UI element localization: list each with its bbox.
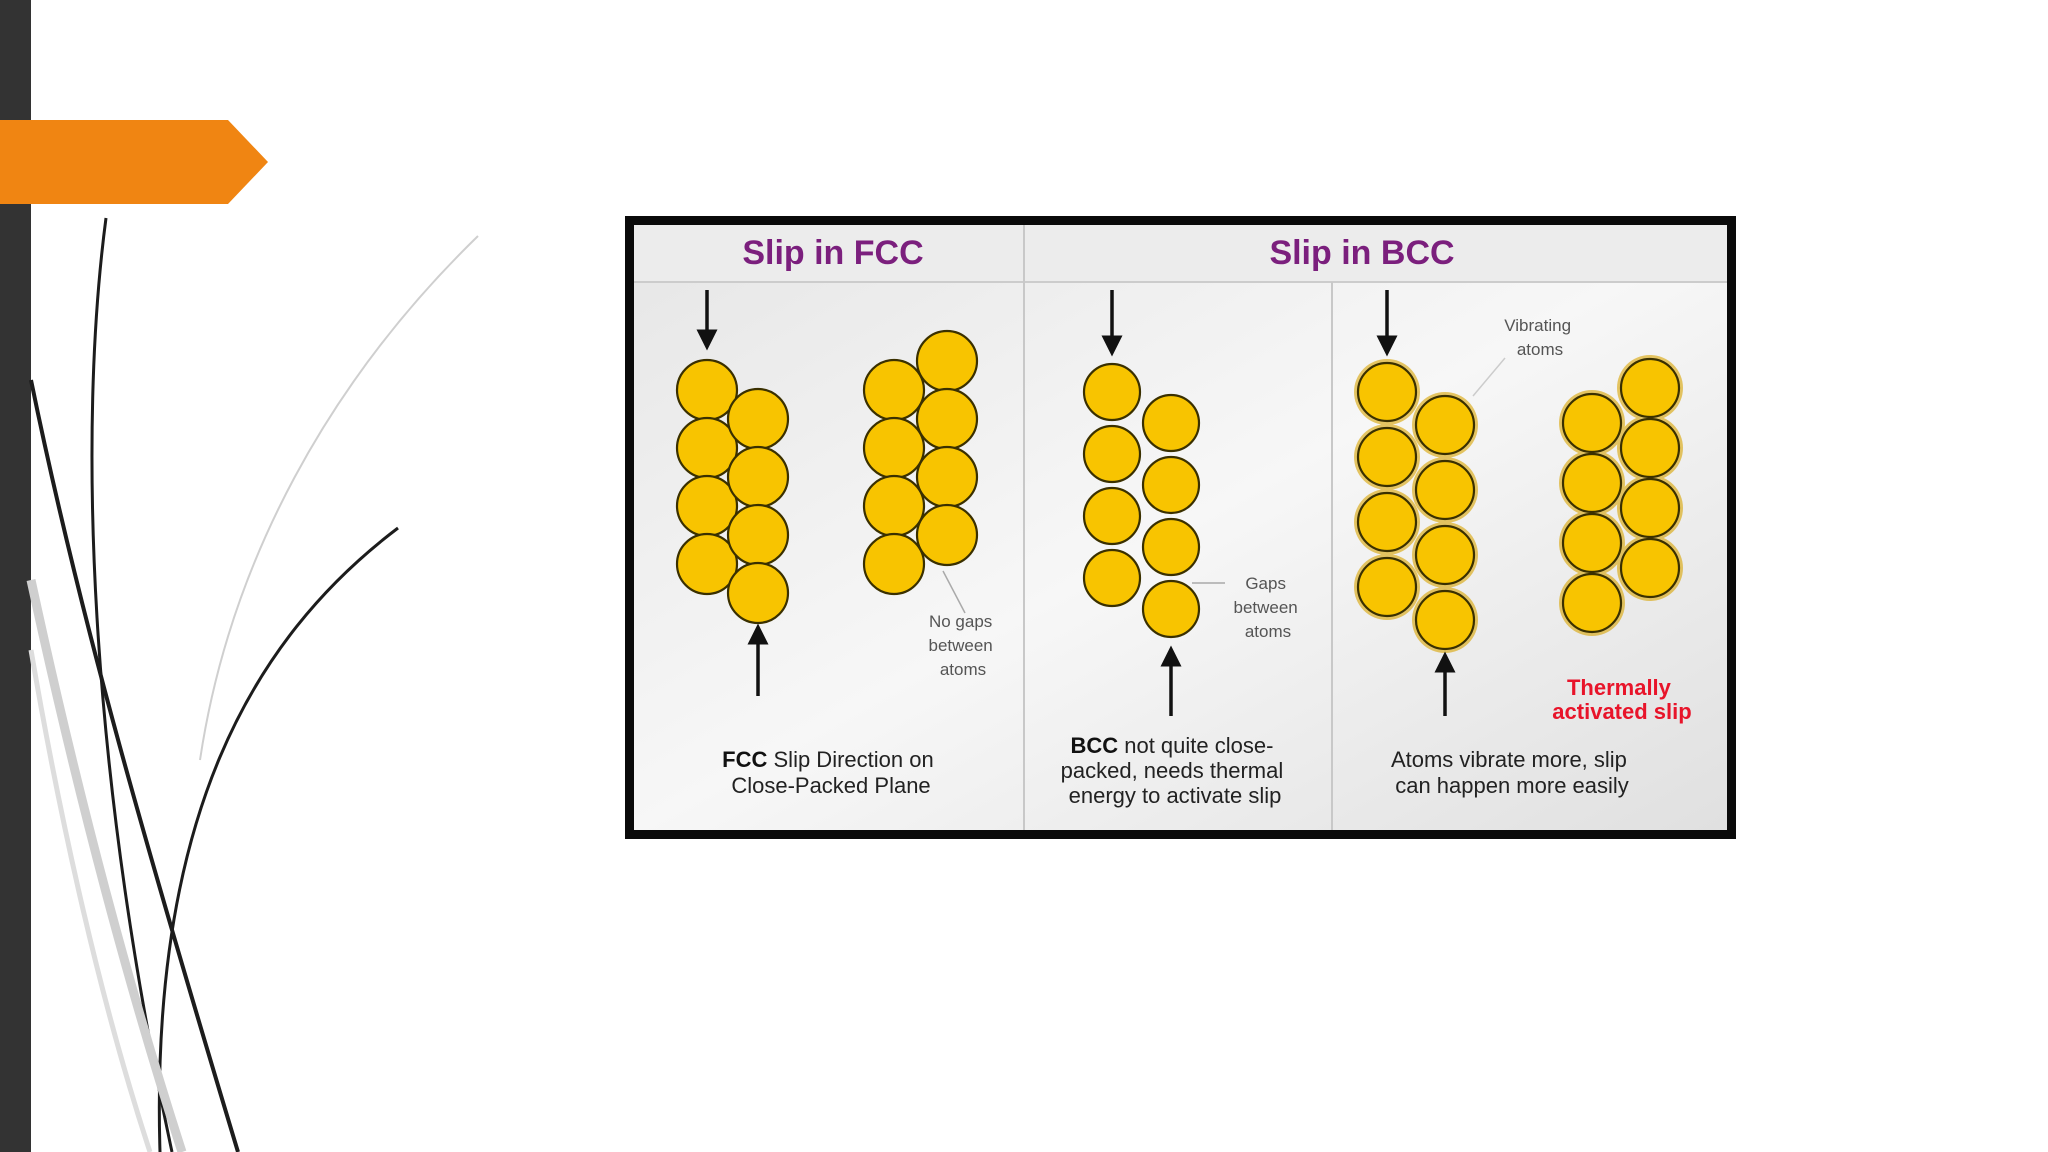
thermal-caption: Atoms vibrate more, slip can happen more… xyxy=(1391,747,1633,798)
vibrating-atoms-note: Vibrating atoms xyxy=(1504,316,1576,359)
fcc-sheared-column xyxy=(675,290,790,696)
thermally-slipped-column xyxy=(1559,355,1683,636)
fcc-gap-note: No gaps between atoms xyxy=(928,612,997,679)
vibrating-column xyxy=(1354,290,1506,716)
decorative-swooshes xyxy=(26,217,479,1152)
fcc-title: Slip in FCC xyxy=(742,234,923,272)
thermal-slip-highlight: Thermally activated slip xyxy=(1552,675,1691,724)
bcc-column xyxy=(1082,290,1225,716)
bcc-title: Slip in BCC xyxy=(1269,234,1454,272)
bcc-caption: BCC not quite close- packed, needs therm… xyxy=(1061,733,1290,808)
bcc-gap-note: Gaps between atoms xyxy=(1233,574,1302,641)
slip-diagram: Slip in FCC Slip in BCC No gaps between … xyxy=(625,216,1736,839)
orange-arrow-tab xyxy=(0,120,268,204)
fcc-slipped-column xyxy=(862,329,979,614)
title-strip xyxy=(634,225,1727,282)
fcc-caption: FCC Slip Direction on Close-Packed Plane xyxy=(722,747,940,798)
